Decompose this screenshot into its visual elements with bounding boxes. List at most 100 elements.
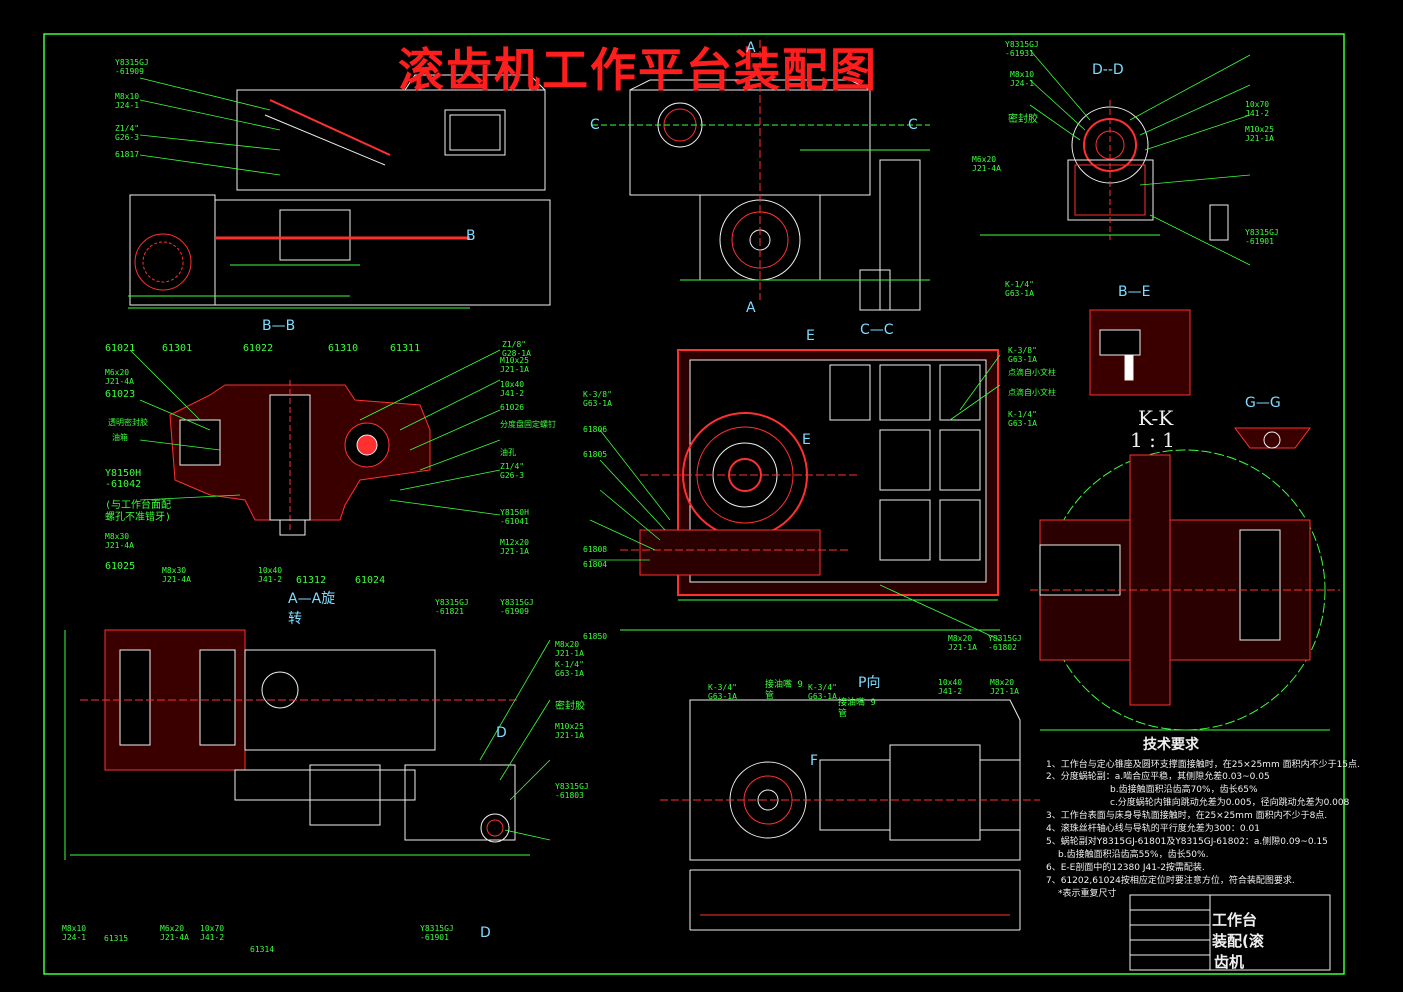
part-label: 61817 bbox=[115, 150, 140, 159]
top-left-view bbox=[128, 74, 551, 309]
part-label: K-3/8" G63-1A bbox=[583, 390, 612, 408]
part-label: 61026 bbox=[500, 403, 525, 412]
part-label: M8x20 J21-1A bbox=[948, 634, 977, 652]
part-label: M6x20 J21-4A bbox=[105, 368, 134, 386]
view-label-dd: D--D bbox=[1092, 62, 1124, 78]
part-label: 接油嘴 9 管 bbox=[838, 698, 876, 719]
part-label: M10x25 J21-1A bbox=[1245, 125, 1274, 143]
view-scale-kk: 1 : 1 bbox=[1130, 428, 1175, 452]
part-label: Y8315GJ -61931 bbox=[1005, 40, 1039, 58]
part-label: Y8315GJ -61803 bbox=[555, 782, 589, 800]
part-label: M8x30 J21-4A bbox=[162, 566, 191, 584]
part-label: 61805 bbox=[583, 450, 608, 459]
part-label: Y8150H -61042 bbox=[105, 468, 142, 490]
tech-line: 2、分度蜗轮副：a.啮合应平稳，其侧隙允差0.03~0.05 bbox=[1046, 772, 1270, 782]
aa-section bbox=[64, 629, 530, 860]
view-label-be: B—E bbox=[1118, 284, 1151, 300]
part-label: 10x40 J41-2 bbox=[938, 678, 963, 696]
part-label: K-3/4" G63-1A bbox=[808, 683, 837, 701]
part-label: 61024 bbox=[355, 575, 386, 586]
mark-e-left: E bbox=[802, 432, 811, 448]
part-label: 61021 bbox=[105, 343, 136, 354]
mark-d-top: D bbox=[496, 725, 507, 741]
mark-a-top: A bbox=[746, 40, 756, 56]
mark-c-right: C bbox=[908, 117, 918, 133]
part-label: 61850 bbox=[583, 632, 608, 641]
tech-line: 1、工作台与定心锥座及圆环支撑面接触时，在25×25mm 面积内不少于15点. bbox=[1046, 760, 1360, 770]
mark-f: F bbox=[810, 753, 819, 769]
part-label: M8x30 J21-4A bbox=[105, 532, 134, 550]
top-center-view bbox=[592, 40, 930, 311]
part-label: K-1/4" G63-1A bbox=[555, 660, 584, 678]
part-label: 61314 bbox=[250, 945, 275, 954]
part-label: 透明密封胶 bbox=[108, 418, 148, 427]
be-view bbox=[1089, 309, 1191, 396]
outer-frame bbox=[43, 33, 1345, 975]
part-label: Y8315GJ -61901 bbox=[1245, 228, 1279, 246]
part-label: 接油嘴 9 管 bbox=[765, 680, 803, 701]
part-label: 油箱 bbox=[112, 433, 128, 442]
part-label: 61808 bbox=[583, 545, 608, 554]
tech-line: 5、蜗轮副对Y8315GJ-61801及Y8315GJ-61802：a.侧隙0.… bbox=[1046, 837, 1328, 847]
part-label: 点滴自小文柱 bbox=[1008, 368, 1056, 377]
bb-section bbox=[169, 380, 431, 536]
title-block-name-2: 装配(滚 bbox=[1212, 932, 1264, 950]
part-label: M10x25 J21-1A bbox=[555, 722, 584, 740]
leader-lines bbox=[129, 49, 1251, 841]
part-label: Z1/4" G26-3 bbox=[115, 124, 140, 142]
part-label: Y8315GJ -61909 bbox=[500, 598, 534, 616]
ee-center-view bbox=[620, 349, 1000, 631]
part-label: M8x20 J21-1A bbox=[555, 640, 584, 658]
mark-e-top: E bbox=[806, 328, 815, 344]
tech-line: 6、E-E剖面中的12380 J41-2按需配装. bbox=[1046, 863, 1205, 873]
part-label: 点滴自小文柱 bbox=[1008, 388, 1056, 397]
part-label: M6x20 J21-4A bbox=[160, 924, 189, 942]
part-label: 油孔 bbox=[500, 448, 516, 457]
part-label: Y8315GJ -61909 bbox=[115, 58, 149, 76]
view-label-bb: B—B bbox=[262, 318, 296, 334]
part-label: 10x40 J41-2 bbox=[500, 380, 525, 398]
view-label-gg: G—G bbox=[1245, 395, 1281, 411]
title-block bbox=[1129, 894, 1331, 971]
part-label: 10x70 J41-2 bbox=[1245, 100, 1270, 118]
title-block-name-3: 齿机 bbox=[1214, 953, 1245, 971]
part-label: 61315 bbox=[104, 934, 129, 943]
part-label: 10x40 J41-2 bbox=[258, 566, 283, 584]
view-label-cc: C—C bbox=[860, 322, 894, 338]
part-label: Y8150H -61041 bbox=[500, 508, 529, 526]
mark-a-bottom: A bbox=[746, 300, 756, 316]
tech-line: c.分度蜗轮内锥向跳动允差为0.005，径向跳动允差为0.008 bbox=[1110, 798, 1350, 808]
title-block-name-1: 工作台 bbox=[1212, 911, 1258, 929]
view-label-p: P向 bbox=[858, 675, 881, 691]
tech-line: 3、工作台表面与床身导轨面接触时，在25×25mm 面积内不少于8点. bbox=[1046, 811, 1328, 821]
part-label: M6x20 J21-4A bbox=[972, 155, 1001, 173]
part-label: 61310 bbox=[328, 343, 359, 354]
part-label: Y8315GJ -61821 bbox=[435, 598, 469, 616]
part-label: K-3/8" G63-1A bbox=[1008, 346, 1037, 364]
tech-line: b.齿接触面积沿齿高55%，齿长50%. bbox=[1058, 850, 1209, 860]
part-label: M8x10 J24-1 bbox=[1010, 70, 1035, 88]
tech-heading: 技术要求 bbox=[1143, 737, 1199, 753]
part-label: Z1/4" G26-3 bbox=[500, 462, 525, 480]
part-label: 61022 bbox=[243, 343, 274, 354]
part-label: K-1/4" G63-1A bbox=[1008, 410, 1037, 428]
part-label: M8x20 J21-1A bbox=[990, 678, 1019, 696]
tech-line: b.齿接触面积沿齿高70%，齿长65% bbox=[1110, 785, 1258, 795]
part-label: K-3/4" G63-1A bbox=[708, 683, 737, 701]
part-label: 61804 bbox=[583, 560, 608, 569]
mark-d-bottom: D bbox=[480, 925, 491, 941]
view-label-aa: A—A旋 bbox=[288, 591, 336, 607]
part-label: 61311 bbox=[390, 343, 421, 354]
part-label: 61312 bbox=[296, 575, 327, 586]
part-label: 密封胶 bbox=[555, 701, 585, 712]
part-label: 分度盘固定螺钉 bbox=[500, 420, 556, 429]
part-label: 61806 bbox=[583, 425, 608, 434]
mark-b: B bbox=[466, 228, 476, 244]
part-label: 61025 bbox=[105, 561, 136, 572]
tech-line: 7、61202,61024按相应定位时要注意方位，符合装配图要求. bbox=[1046, 876, 1295, 886]
gg-view bbox=[1234, 427, 1311, 449]
part-label: M10x25 J21-1A bbox=[500, 356, 529, 374]
part-label: Y8315GJ -61802 bbox=[988, 634, 1022, 652]
kk-view bbox=[1030, 449, 1340, 731]
